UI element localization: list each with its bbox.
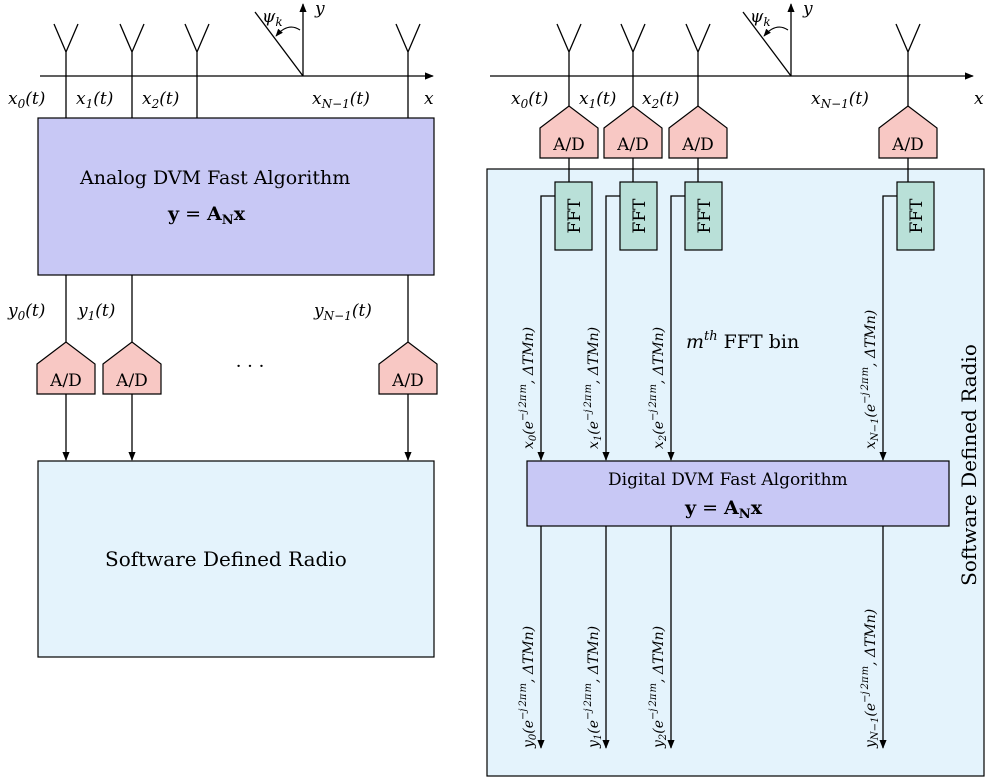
right-input-label-1: x1(t): [579, 89, 616, 111]
digital-dvm-title: Digital DVM Fast Algorithm: [608, 470, 848, 490]
right-input-label-3: xN−1(t): [811, 89, 869, 111]
left-antenna-2: [184, 23, 210, 118]
left-sdr-label: Software Defined Radio: [105, 547, 347, 571]
right-diagram: Software Defined Radio y x ψk x0(t) x1(t…: [486, 0, 985, 777]
left-x-axis-label: x: [424, 89, 434, 109]
right-fft-2: FFT: [684, 181, 723, 251]
analog-dvm-title: Analog DVM Fast Algorithm: [79, 167, 350, 189]
left-output-label-1: y1(t): [77, 301, 115, 323]
left-angle-label: ψk: [262, 7, 283, 29]
right-fft-3: FFT: [896, 181, 935, 251]
right-input-label-2: x2(t): [642, 89, 679, 111]
left-output-label-2: yN−1(t): [313, 301, 372, 323]
right-incidence-line: [742, 11, 792, 77]
right-antenna-1: [620, 23, 646, 106]
left-y-axis-label: y: [314, 0, 325, 19]
left-ellipsis: · · ·: [236, 356, 265, 377]
digital-dvm-box: [526, 460, 950, 527]
svg-text:A/D: A/D: [616, 135, 649, 155]
digital-dvm-equation: y = ANx: [684, 497, 763, 522]
right-x-axis-label: x: [974, 89, 984, 109]
left-input-label-0: x0(t): [8, 89, 45, 111]
svg-text:A/D: A/D: [115, 371, 148, 391]
right-fft-input-label-1: x1(e−j2πm, ΔTMn): [583, 327, 604, 449]
fft-bin-label: mth FFT bin: [686, 329, 799, 353]
right-fft-1: FFT: [619, 181, 658, 251]
svg-text:A/D: A/D: [391, 371, 424, 391]
left-incidence-line: [254, 11, 304, 77]
svg-text:FFT: FFT: [565, 198, 585, 234]
left-adc-1: A/D: [102, 341, 162, 395]
left-antenna-3: [395, 23, 421, 118]
left-diagram: y x ψk x0(t) x1(t) x2(t) xN−1(t) Analog …: [7, 0, 438, 658]
right-fft-input-label-2: x2(e−j2πm, ΔTMn): [648, 327, 669, 449]
right-sdr-label: Software Defined Radio: [957, 344, 981, 586]
svg-text:FFT: FFT: [907, 198, 927, 234]
right-input-label-0: x0(t): [511, 89, 548, 111]
right-adc-0: A/D: [539, 105, 599, 159]
right-output-label-2: y2(e−j2πm, ΔTMn): [648, 626, 669, 749]
right-output-label-3: yN−1(e−j2πm, ΔTMn): [860, 609, 881, 749]
right-antenna-3: [895, 23, 921, 106]
svg-text:FFT: FFT: [695, 198, 715, 234]
right-antenna-0: [556, 23, 582, 106]
svg-text:A/D: A/D: [552, 135, 585, 155]
left-input-label-3: xN−1(t): [312, 89, 370, 111]
right-fft-input-label-3: xN−1(e−j2πm, ΔTMn): [860, 310, 881, 449]
left-angle-arc: [275, 26, 301, 37]
right-adc-3: A/D: [878, 105, 938, 159]
right-angle-arc: [763, 26, 789, 37]
right-output-label-1: y1(e−j2πm, ΔTMn): [583, 626, 604, 749]
analog-dvm-equation: y = ANx: [167, 203, 246, 228]
left-adc-0: A/D: [36, 341, 96, 395]
right-y-axis-label: y: [802, 0, 813, 19]
left-sdr-box: [37, 460, 435, 658]
svg-text:A/D: A/D: [681, 135, 714, 155]
analog-dvm-box: [37, 117, 435, 276]
left-output-label-0: y0(t): [7, 301, 45, 323]
svg-text:A/D: A/D: [49, 371, 82, 391]
left-input-label-1: x1(t): [76, 89, 113, 111]
left-antenna-0: [53, 23, 79, 118]
right-output-label-0: y0(e−j2πm, ΔTMn): [518, 626, 539, 749]
svg-text:A/D: A/D: [891, 135, 924, 155]
left-adc-2: A/D: [378, 341, 438, 395]
left-input-label-2: x2(t): [142, 89, 179, 111]
right-fft-0: FFT: [554, 181, 593, 251]
svg-text:FFT: FFT: [630, 198, 650, 234]
left-antenna-1: [119, 23, 145, 118]
right-fft-input-label-0: x0(e−j2πm, ΔTMn): [518, 327, 539, 449]
right-angle-label: ψk: [750, 7, 771, 29]
right-adc-1: A/D: [603, 105, 663, 159]
right-antenna-2: [685, 23, 711, 106]
right-adc-2: A/D: [668, 105, 728, 159]
